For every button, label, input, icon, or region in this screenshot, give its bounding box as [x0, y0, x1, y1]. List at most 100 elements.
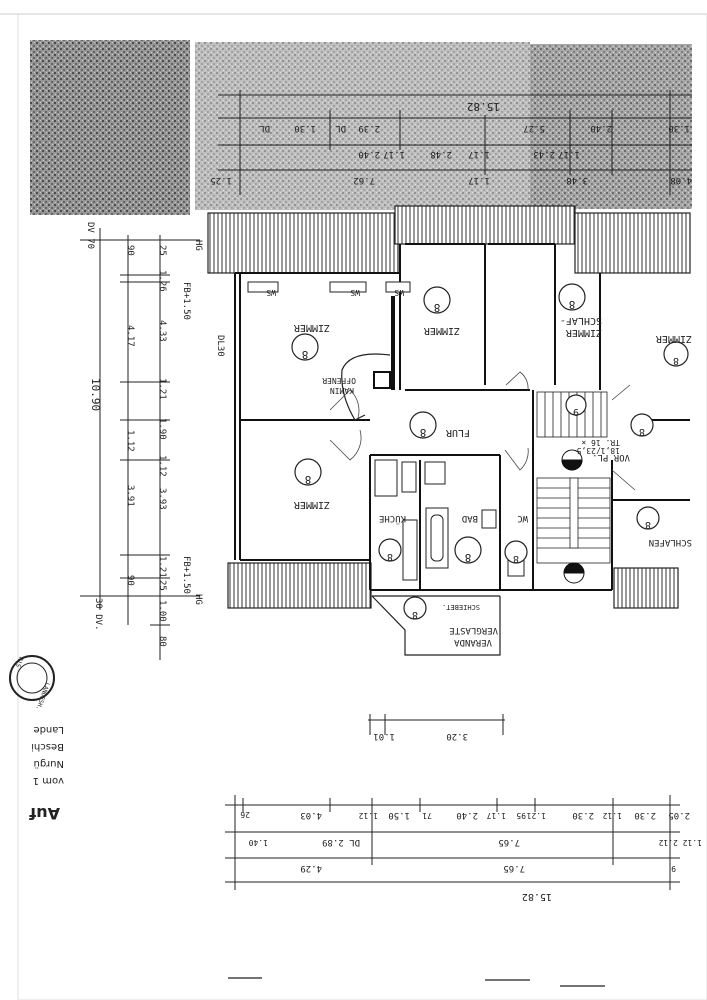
- code-fb-top: FB+1.50: [181, 282, 191, 320]
- wall-lines: [234, 243, 690, 591]
- room-markers: [291, 283, 689, 620]
- room-schiebet: SCHIEBET.: [442, 603, 480, 611]
- margin-title: Auf: [28, 804, 60, 823]
- dim-bottom-1: 26: [240, 810, 250, 819]
- dim-top-8: 1.17: [558, 149, 580, 159]
- scan-shadow-left: [30, 40, 190, 215]
- dim-bottom-9: 1.21: [527, 811, 546, 820]
- code-dl30: DL30: [215, 335, 225, 357]
- dim-left-b6: 1.12: [157, 455, 167, 477]
- dim-left-b5: 1.90: [157, 418, 167, 440]
- room-zimmer-lower-left: ZIMMER: [293, 499, 330, 510]
- dim-bottom-17: 1.12 2.12: [658, 838, 702, 847]
- dim-left-a5: 90: [125, 575, 135, 586]
- dim-top-4: 2.39: [358, 123, 380, 133]
- veranda-outline: [371, 595, 501, 656]
- margin-line-2: Nurgü: [34, 758, 64, 769]
- dim-top-13: 2.40: [358, 149, 380, 159]
- room-marker-labels: 8 8 8 8 8 8 8 8 8 8 8 8 9: [302, 298, 679, 620]
- dim-left-b2: 1.26: [157, 270, 167, 292]
- ws-label-2: WS: [350, 288, 360, 297]
- room-veranda-line2: VERANDA: [453, 637, 492, 647]
- left-margin-text: Auf vom 1 Nurgü Beschi Lande: [28, 724, 64, 823]
- code-fb-bottom: FB+1.50: [181, 556, 191, 594]
- marker-zimmer-right: 8: [673, 355, 679, 366]
- left-dimension-chain: [80, 228, 200, 660]
- room-schlafzimmer-line1: SCHLAF-: [560, 315, 602, 326]
- dim-top-11: 2.48: [430, 149, 452, 159]
- room-bad: BAD: [462, 513, 478, 523]
- marker-vorplatz: 8: [639, 426, 645, 437]
- dim-bottom-12: 2.30: [634, 810, 656, 820]
- dim-left-overall: 10.90: [89, 378, 102, 411]
- dim-bottom-overall: 15.82: [522, 891, 552, 902]
- dim-left-b8: 1.21: [157, 556, 167, 578]
- dim-top-16: 1.17: [468, 175, 490, 185]
- door-swings: [329, 371, 636, 491]
- dim-left-a1: 90: [125, 245, 135, 256]
- fireplace-chimney: [373, 371, 391, 389]
- marker-bad: 8: [465, 551, 472, 564]
- ws-label-1: WS: [266, 288, 276, 297]
- dim-left-b9: 25: [157, 580, 167, 591]
- dim-bottom-16: 7.65: [498, 837, 520, 847]
- margin-line-4: Lande: [33, 724, 64, 735]
- stair-direction-symbols: [561, 449, 585, 584]
- room-wc: WC: [517, 513, 528, 523]
- dim-left-a4: 3.91: [125, 485, 135, 507]
- marker-schlafen: 8: [645, 519, 651, 530]
- marker-flur: 8: [420, 426, 427, 439]
- dim-bottom-10: 2.30: [572, 810, 594, 820]
- ws-label-3: WS: [394, 288, 404, 297]
- dim-top-14: 4.08: [670, 175, 692, 185]
- dim-top-overall: 15.82: [467, 100, 500, 113]
- dim-left-a2: 4.17: [125, 325, 135, 347]
- marker-kueche: 8: [387, 551, 393, 562]
- dim-top-3: 5.27: [523, 123, 545, 133]
- stair-spec-line1: ТR. 16 ×: [581, 438, 620, 447]
- dim-left-b11: 80: [157, 636, 167, 647]
- left-dimension-labels: DV 70 10.90 90 4.17 1.12 3.91 90 25 1.26…: [85, 222, 225, 647]
- dim-top-18: 1.25: [210, 175, 232, 185]
- code-hg-top: HG: [193, 240, 203, 251]
- code-dv30: 30 DV.: [93, 598, 103, 631]
- dim-top-5: DL: [335, 123, 346, 133]
- dim-left-b3: 4.33: [157, 320, 167, 342]
- window-markers: [247, 281, 411, 293]
- room-name-labels: ZIMMER ZIMMER ZIMMER SCHLAF- ZIMMER ZIMM…: [293, 315, 692, 647]
- marker-schlafzimmer: 8: [569, 298, 576, 311]
- code-hg-bottom: HG: [193, 594, 203, 605]
- room-flur: FLUR: [445, 427, 470, 438]
- marker-zimmer-mid: 8: [434, 301, 441, 314]
- dim-bottom-18: 4.29: [300, 863, 322, 873]
- dim-top-10: 1.17: [468, 149, 490, 159]
- dim-top-15: 3.48: [566, 175, 588, 185]
- dim-bottom-11: 1.12: [603, 811, 622, 820]
- dim-bottom-3: 1.12: [359, 811, 378, 820]
- top-dimension-chain: [218, 90, 692, 195]
- dim-top-9: 2.43: [533, 149, 555, 159]
- room-kueche: KÜCHE: [379, 513, 406, 524]
- room-schlafzimmer-line2: ZIMMER: [565, 327, 602, 338]
- marker-zimmer-upper: 8: [302, 348, 309, 361]
- dim-top-6: 1.30: [294, 123, 316, 133]
- room-offener-line2: KAMIN: [330, 386, 354, 395]
- top-dimension-labels: 15.82 1.30 2.40 5.27 2.39 DL 1.30 DL 1.1…: [210, 100, 692, 185]
- dim-top-7: DL: [259, 123, 270, 133]
- scan-shadow-mid: [195, 42, 530, 210]
- dim-top-12: 1.17: [383, 149, 405, 159]
- dim-left-b10: 1.00: [157, 600, 167, 622]
- dim-top-17: 7.62: [353, 175, 375, 185]
- room-zimmer-mid: ZIMMER: [423, 325, 460, 336]
- stair-spec-line2: 18,1/23,5: [576, 446, 620, 455]
- dim-bottom-2: 4.03: [300, 810, 322, 820]
- dim-veranda-depth: 1.01: [373, 731, 395, 741]
- dim-bottom-14: 1.40: [249, 838, 268, 847]
- dim-bottom-8: 95: [516, 811, 526, 820]
- dim-veranda-width: 3.20: [446, 731, 468, 741]
- dim-bottom-20: 9: [671, 864, 676, 873]
- dim-bottom-7: 1.17: [487, 811, 506, 820]
- margin-line-3: Beschi: [31, 741, 64, 752]
- staircase-upper: [536, 391, 608, 438]
